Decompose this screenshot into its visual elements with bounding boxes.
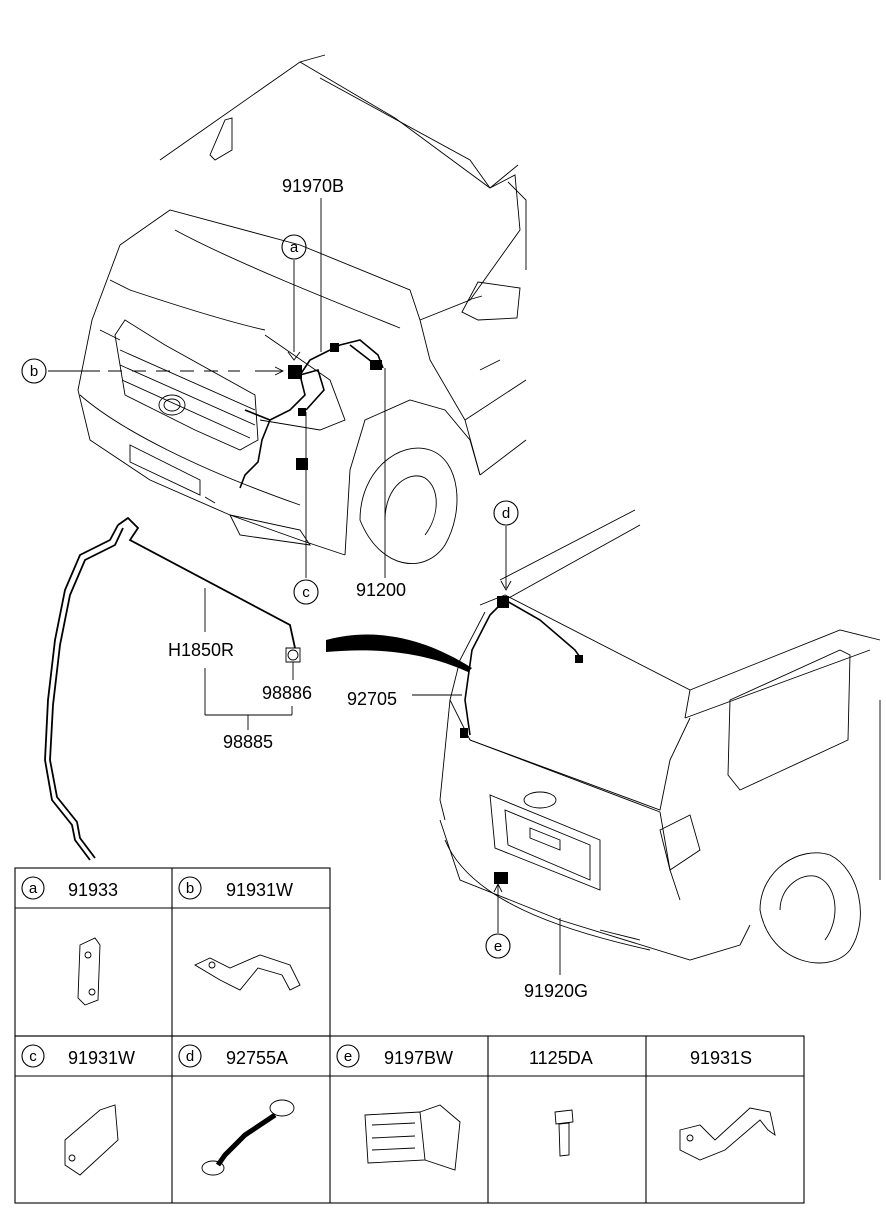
grommet-92755A-icon [201,1099,295,1176]
bracket-91931S-icon [679,1107,776,1161]
svg-text:c: c [29,1048,37,1065]
bracket-91931W-c-icon [64,1104,119,1176]
callout-a: a [281,234,307,260]
label-98886: 98886 [262,683,312,703]
label-98885: 98885 [223,732,273,752]
svg-text:b: b [30,363,38,380]
svg-text:d: d [502,505,510,522]
legend-part-9197BW: 9197BW [384,1048,453,1068]
label-H1850R: H1850R [168,640,234,660]
bolt-1125DA-icon [554,1109,574,1157]
label-91200: 91200 [356,580,406,600]
svg-text:b: b [186,880,194,897]
callout-c: c [293,579,319,605]
svg-text:e: e [344,1048,352,1065]
legend-cell-d: d 92755A [178,1044,295,1176]
legend-cell-c: c 91931W [21,1044,135,1176]
legend-part-1125DA: 1125DA [529,1048,593,1068]
svg-text:a: a [29,880,38,897]
washer-hose-illustration [44,516,301,861]
legend-cell-1125DA: 1125DA [529,1048,593,1157]
svg-text:c: c [302,584,310,601]
legend-cell-a: a 91933 [21,876,118,1006]
callout-e: e [485,933,511,959]
front-vehicle-illustration [77,54,527,564]
legend-part-92755A: 92755A [226,1048,288,1068]
label-92705: 92705 [347,689,397,709]
label-91920G: 91920G [524,981,588,1001]
label-91970B: 91970B [282,176,344,196]
svg-text:d: d [186,1048,194,1065]
bracket-91931W-icon [194,954,301,991]
callout-d: d [493,500,519,526]
legend-cell-b: b 91931W [178,876,301,991]
svg-text:a: a [290,239,299,256]
legend-cell-91931S: 91931S [679,1048,776,1161]
bracket-91933-icon [77,937,101,1006]
legend-part-91931S: 91931S [690,1048,752,1068]
legend-table: a 91933 b 91931W c 91931W [14,867,805,1204]
rear-vehicle-illustration [326,509,881,964]
legend-cell-e: e 9197BW [336,1044,461,1171]
callout-b: b [21,358,47,384]
legend-part-91931W-c: 91931W [68,1048,135,1068]
leader-lines [48,198,561,975]
connector-9197BW-icon [364,1104,461,1171]
legend-part-91933: 91933 [68,880,118,900]
svg-text:e: e [494,938,502,955]
legend-part-91931W-b: 91931W [226,880,293,900]
